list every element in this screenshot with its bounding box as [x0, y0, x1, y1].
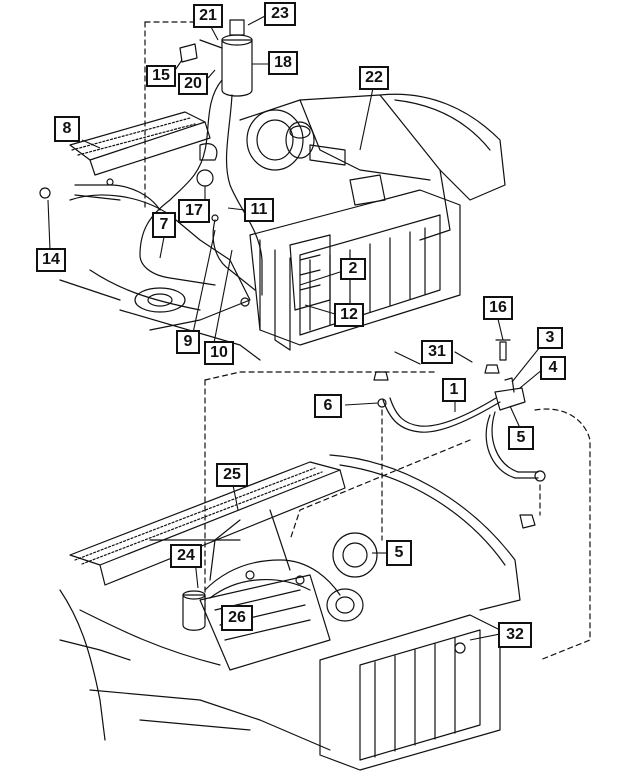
callout-17[interactable]: 17 — [178, 199, 210, 223]
hose-assembly-view — [204, 339, 591, 661]
callout-32[interactable]: 32 — [498, 622, 532, 648]
lower-engine-bay-view — [59, 454, 521, 771]
callout-25[interactable]: 25 — [216, 463, 248, 487]
callout-11[interactable]: 11 — [244, 198, 274, 222]
callout-21[interactable]: 21 — [193, 4, 223, 28]
callout-23[interactable]: 23 — [264, 2, 296, 26]
callout-4[interactable]: 4 — [540, 356, 566, 380]
callout-9[interactable]: 9 — [176, 330, 200, 354]
callout-8[interactable]: 8 — [54, 116, 80, 142]
callout-22[interactable]: 22 — [359, 66, 389, 90]
callout-16[interactable]: 16 — [483, 296, 513, 320]
callout-31[interactable]: 31 — [421, 340, 453, 364]
callout-18[interactable]: 18 — [268, 51, 298, 75]
callout-2[interactable]: 2 — [340, 258, 366, 280]
callout-26[interactable]: 26 — [221, 605, 253, 631]
callout-5-upper[interactable]: 5 — [508, 426, 534, 450]
callout-6[interactable]: 6 — [314, 394, 342, 418]
callout-7[interactable]: 7 — [152, 212, 176, 238]
callout-14[interactable]: 14 — [36, 248, 66, 272]
callout-20[interactable]: 20 — [178, 73, 208, 95]
callout-3[interactable]: 3 — [537, 327, 563, 349]
callout-10[interactable]: 10 — [204, 341, 234, 365]
callout-12[interactable]: 12 — [334, 303, 364, 327]
leader-lines — [47, 15, 544, 641]
callout-5-lower[interactable]: 5 — [386, 540, 412, 566]
callout-24[interactable]: 24 — [170, 544, 202, 568]
callout-15[interactable]: 15 — [146, 65, 176, 87]
callout-1[interactable]: 1 — [442, 378, 466, 402]
